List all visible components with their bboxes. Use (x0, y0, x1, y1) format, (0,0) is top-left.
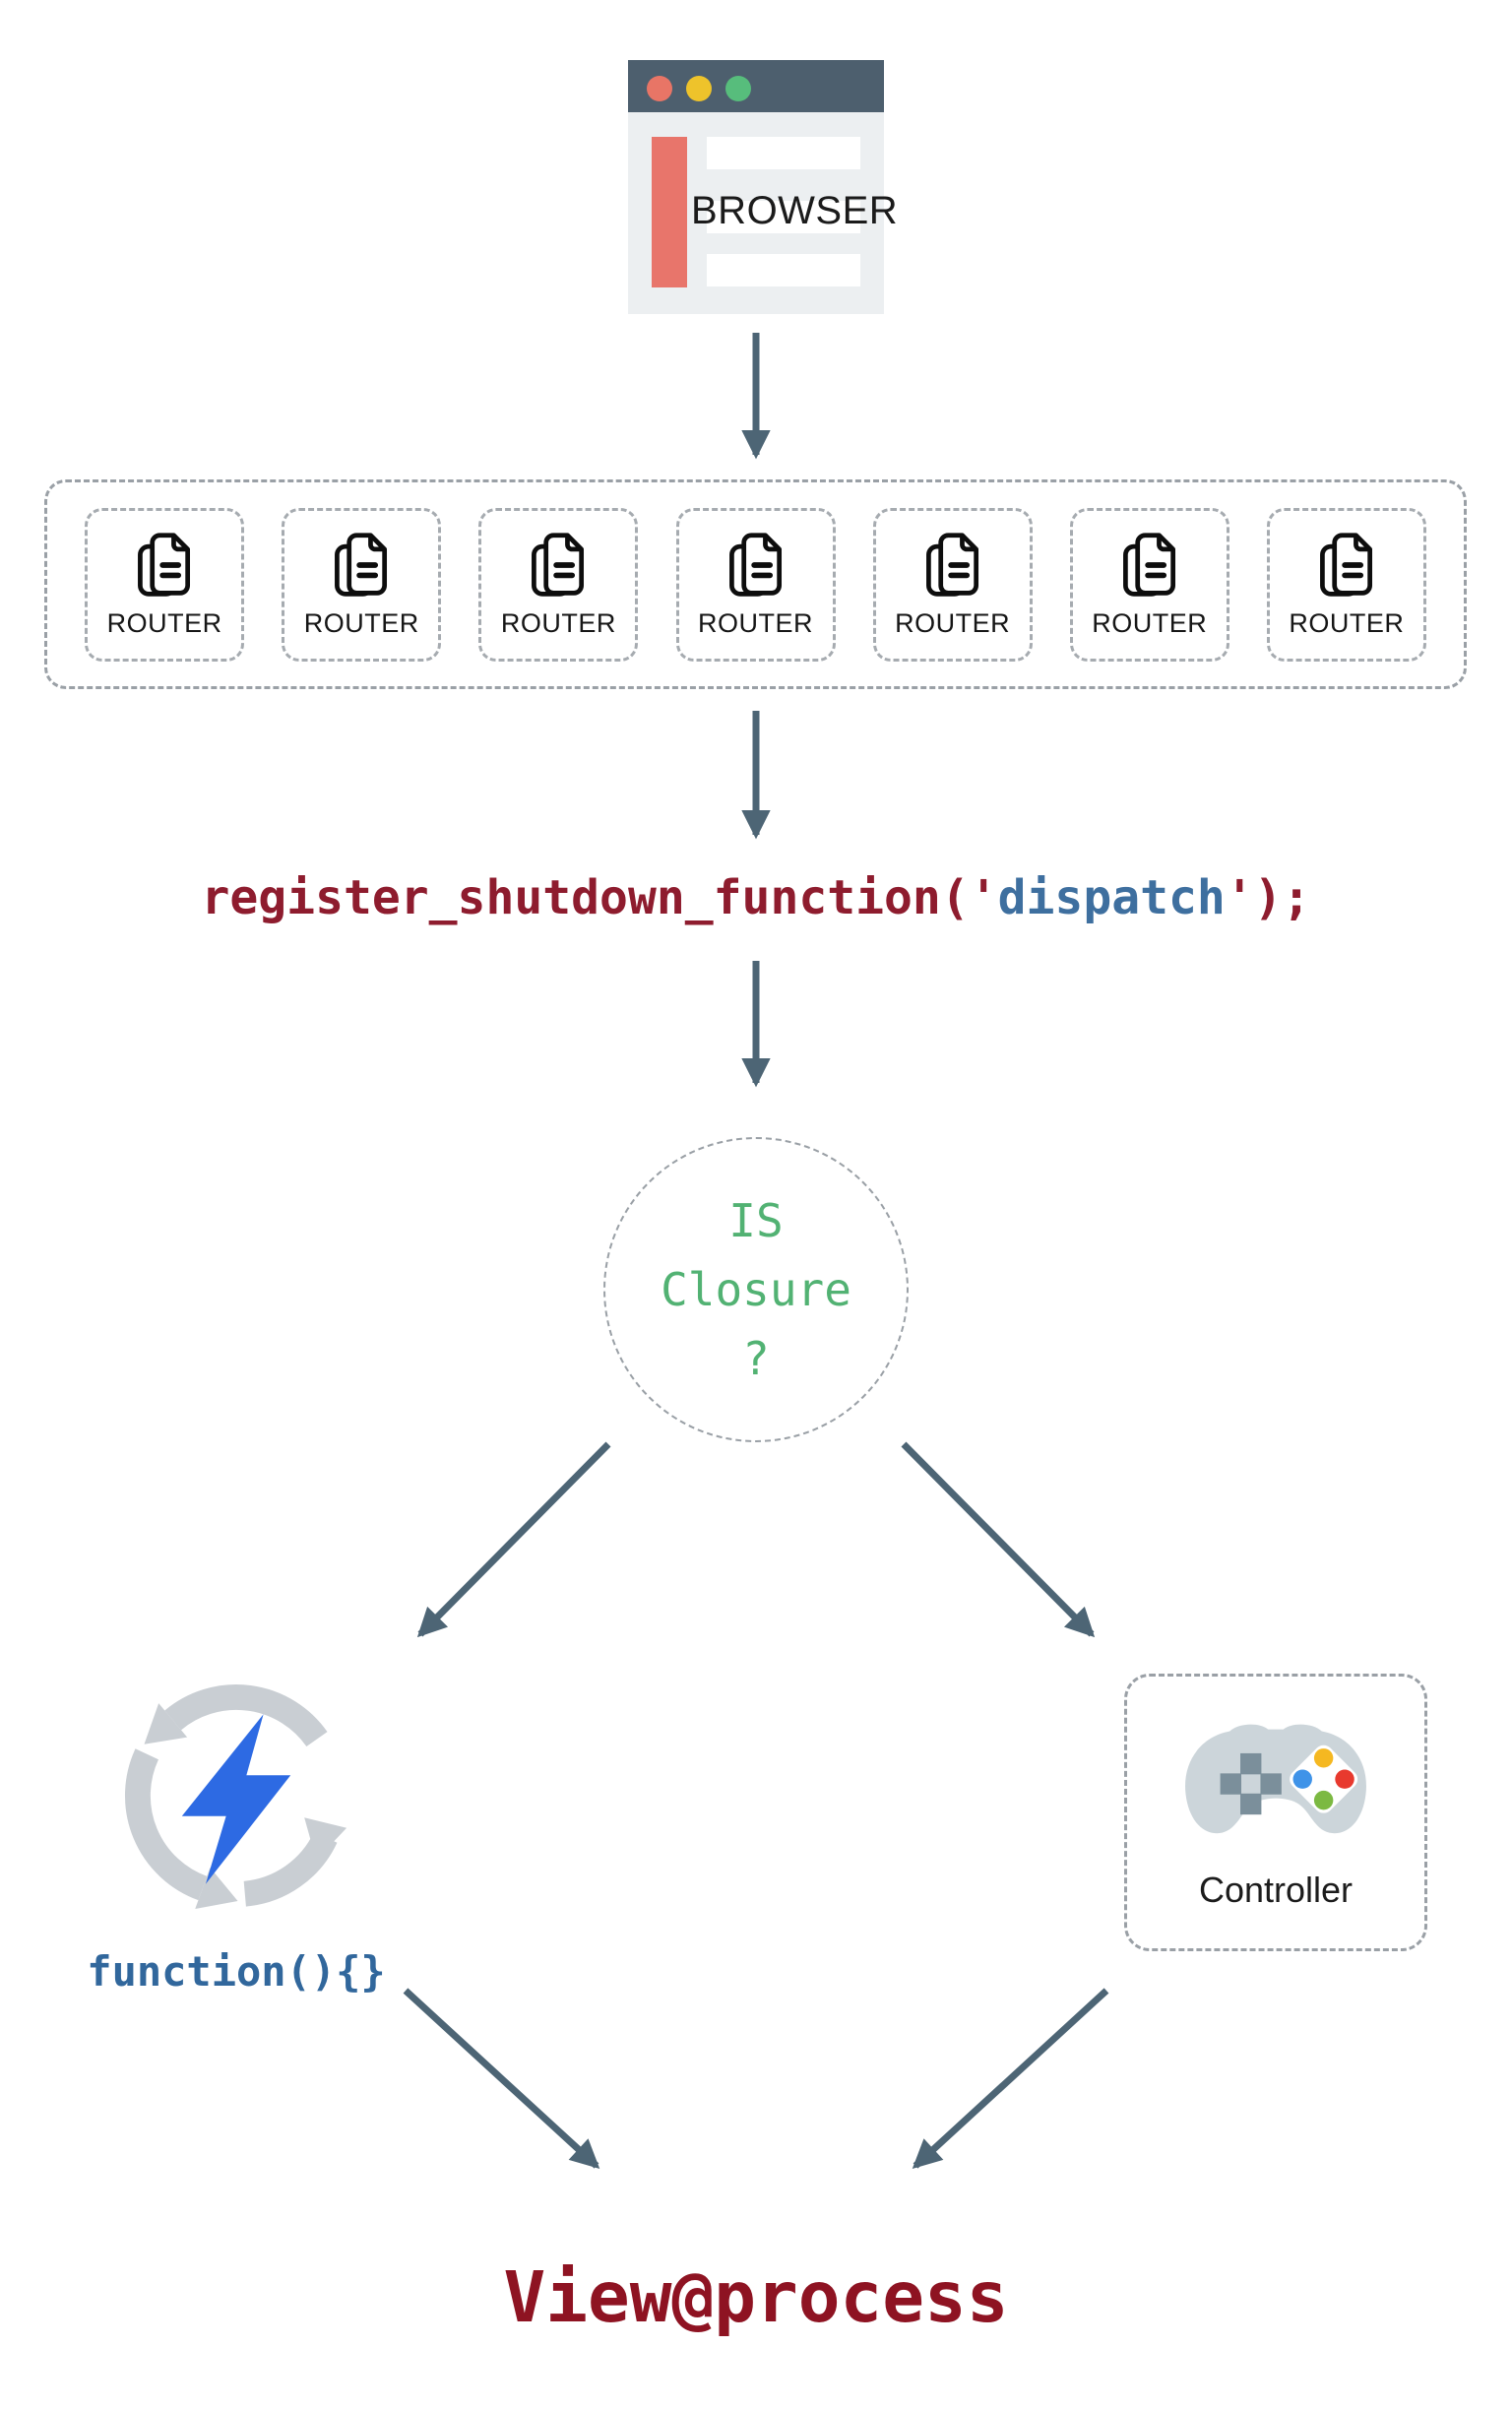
browser-sidebar-bar (652, 137, 687, 287)
router-box: ROUTER (282, 507, 442, 662)
router-label: ROUTER (1092, 607, 1208, 638)
document-icon (532, 532, 585, 597)
browser-body (628, 112, 884, 314)
code-statement: register_shutdown_function('dispatch'); (0, 866, 1512, 929)
browser-content-bar (707, 254, 860, 286)
lightning-bolt-icon (181, 1714, 291, 1884)
decision-line: ? (742, 1332, 770, 1385)
code-prefix: register_shutdown_function(' (201, 870, 998, 925)
controller-box: Controller (1124, 1674, 1427, 1951)
gamepad-icon (1185, 1724, 1366, 1834)
document-icon (138, 532, 191, 597)
router-label: ROUTER (895, 607, 1011, 638)
routers-group: ROUTER ROUTER ROUTER ROUTER ROUTER ROUTE… (44, 479, 1467, 689)
sync-bolt-icon (125, 1684, 347, 1910)
router-label: ROUTER (303, 607, 419, 638)
router-label: ROUTER (1289, 607, 1405, 638)
router-label: ROUTER (106, 607, 222, 638)
function-label: function(){} (87, 1947, 386, 1996)
window-dot-yellow-icon (686, 76, 712, 101)
code-suffix: '); (1225, 870, 1311, 925)
browser-icon: BROWSER (628, 60, 898, 314)
router-box: ROUTER (1266, 507, 1426, 662)
arrow-controller-to-view (912, 1988, 1109, 2169)
browser-content-bar (707, 201, 860, 233)
arrow-function-to-view (403, 1988, 600, 2169)
decision-circle: IS Closure ? (603, 1137, 909, 1442)
router-box: ROUTER (478, 507, 639, 662)
document-icon (728, 532, 782, 597)
browser-label: BROWSER (691, 189, 899, 232)
controller-label: Controller (1198, 1870, 1354, 1910)
decision-line: Closure (661, 1263, 851, 1316)
document-icon (335, 532, 388, 597)
arrow-decision-to-function (416, 1441, 611, 1638)
action-buttons-icon (1290, 1744, 1358, 1813)
browser-content-bar (707, 137, 860, 169)
router-box: ROUTER (1069, 507, 1229, 662)
window-dot-green-icon (725, 76, 751, 101)
decision-line: IS (728, 1194, 784, 1247)
document-icon (1319, 532, 1372, 597)
browser-titlebar (628, 60, 884, 112)
closure-branch: function(){} (59, 1660, 413, 1996)
document-icon (1122, 532, 1175, 597)
window-dot-red-icon (647, 76, 672, 101)
arrow-decision-to-controller (901, 1441, 1096, 1638)
dpad-icon (1220, 1752, 1282, 1815)
document-icon (925, 532, 978, 597)
router-box: ROUTER (872, 507, 1033, 662)
router-box: ROUTER (675, 507, 836, 662)
router-box: ROUTER (85, 507, 245, 662)
router-label: ROUTER (500, 607, 616, 638)
code-argument: dispatch (997, 870, 1226, 925)
result-label: View@process (503, 2256, 1009, 2338)
router-label: ROUTER (698, 607, 813, 638)
